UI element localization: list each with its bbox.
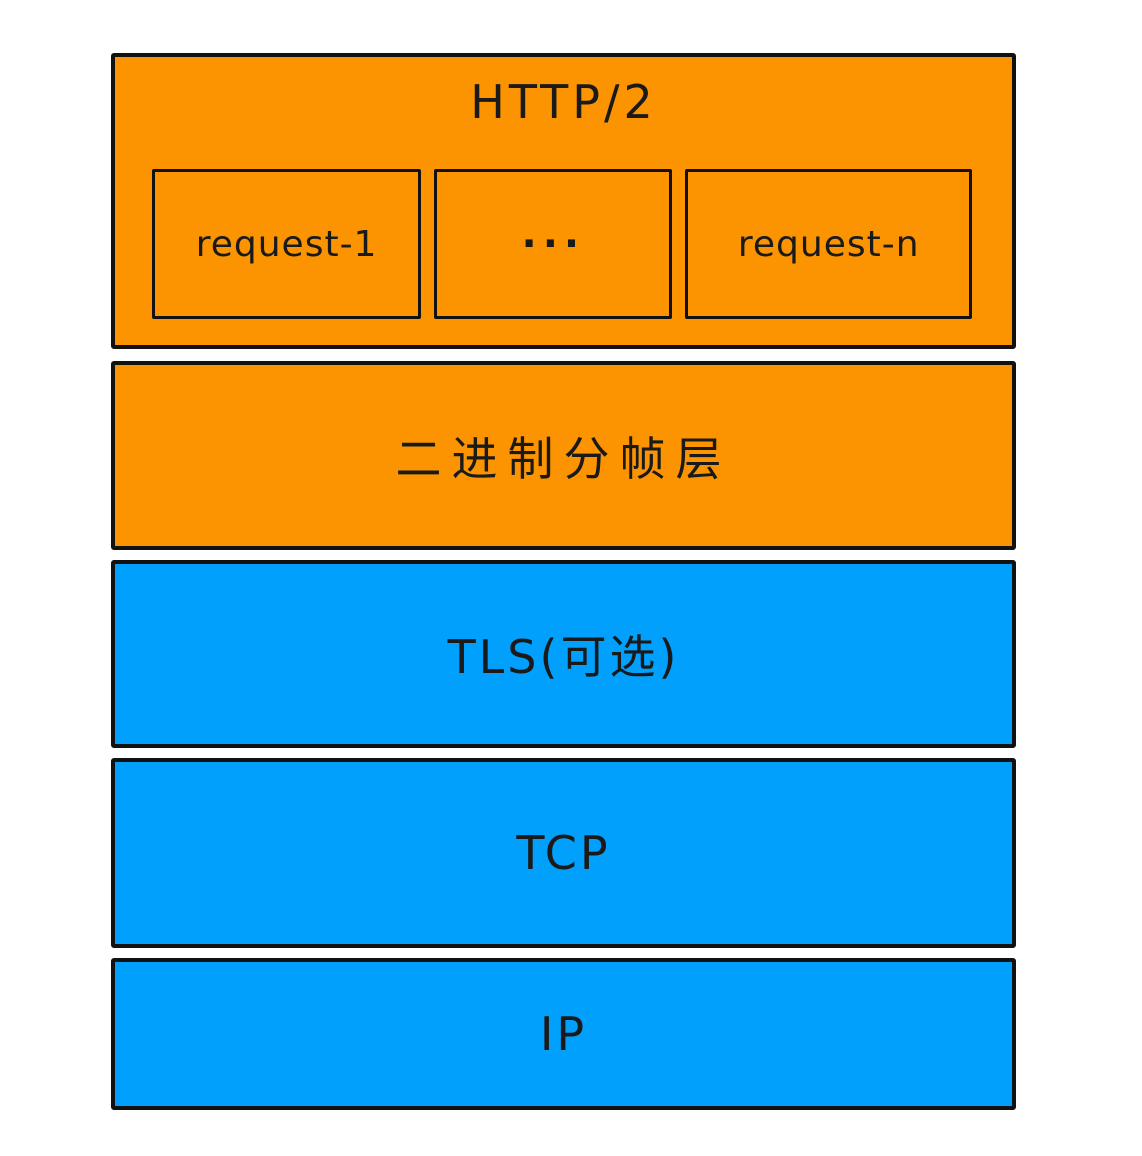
layer-ip: IP <box>111 958 1016 1110</box>
layer-tcp: TCP <box>111 758 1016 948</box>
layer-tcp-label: TCP <box>516 826 611 880</box>
layer-ip-label: IP <box>539 1007 588 1061</box>
request-n-box: request-n <box>685 169 972 319</box>
request-ellipsis-box: ··· <box>434 169 673 319</box>
layer-http2-label: HTTP/2 <box>470 75 657 129</box>
layer-binary-framing: 二进制分帧层 <box>111 361 1016 550</box>
layer-binary-framing-label: 二进制分帧层 <box>395 431 732 486</box>
layer-tls-label: TLS(可选) <box>447 630 680 684</box>
request-1-box: request-1 <box>152 169 422 319</box>
http2-requests-row: request-1 ··· request-n <box>152 169 972 319</box>
layer-http2: HTTP/2 request-1 ··· request-n <box>111 53 1016 349</box>
layer-tls: TLS(可选) <box>111 560 1016 748</box>
